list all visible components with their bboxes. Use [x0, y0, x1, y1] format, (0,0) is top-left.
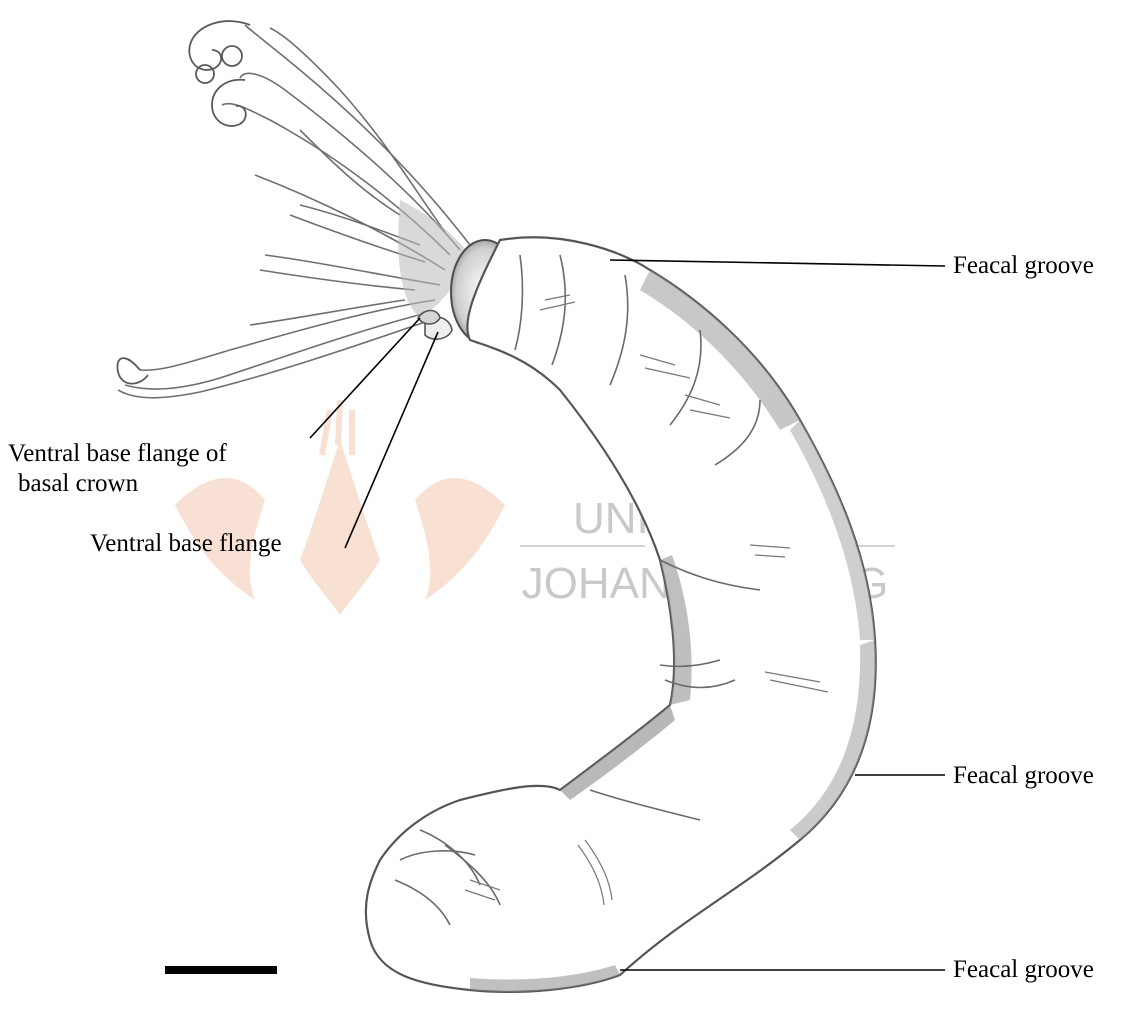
label-ventral-base-flange: Ventral base flange: [90, 530, 282, 558]
leader-fecal-groove-top: [610, 260, 945, 266]
filament-tip-curls: [117, 21, 250, 384]
tube-body: [366, 237, 876, 992]
university-crest-icon: [175, 400, 505, 615]
label-fecal-groove-bottom: Feacal groove: [953, 956, 1094, 984]
scale-bar-icon: [165, 966, 277, 974]
label-fecal-groove-top: Feacal groove: [953, 252, 1094, 280]
leader-ventral-basal: [310, 318, 420, 438]
label-ventral-basal-line1: Ventral base flange of: [8, 440, 227, 468]
label-ventral-basal-line2: basal crown: [18, 470, 138, 498]
label-fecal-groove-mid: Feacal groove: [953, 762, 1094, 790]
